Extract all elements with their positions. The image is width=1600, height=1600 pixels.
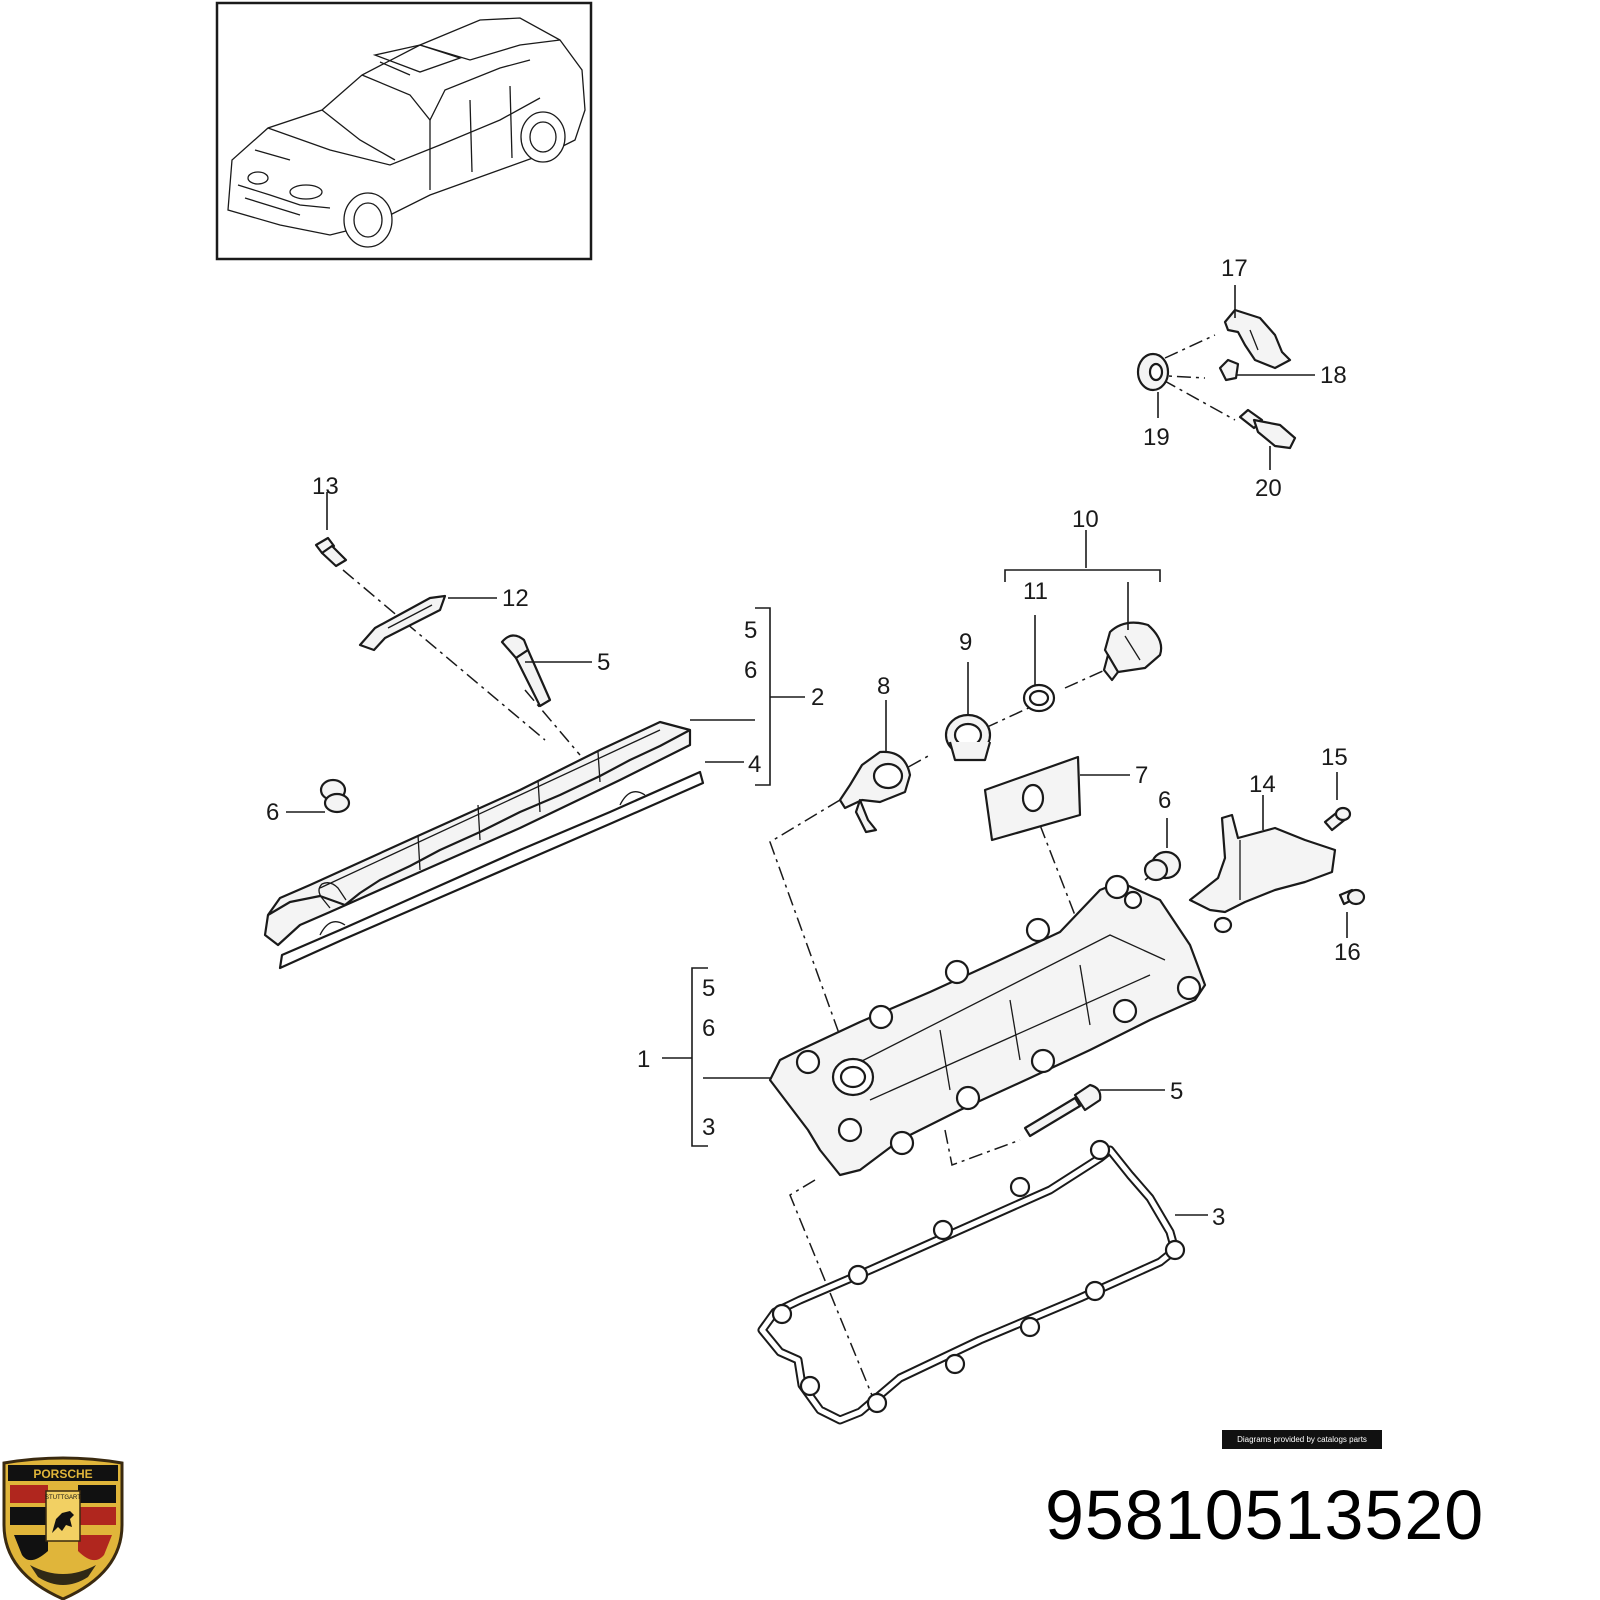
sensor-20 — [1238, 408, 1297, 450]
callout-13: 13 — [312, 473, 339, 500]
bracket-17 — [1223, 308, 1292, 370]
stud-bolt-lower — [1023, 1083, 1102, 1138]
callout-5-cover-b: 5 — [702, 975, 715, 1002]
assembly-guide-lines — [342, 334, 1236, 1411]
part-number: 95810513520 — [1045, 1476, 1485, 1554]
callout-6-right: 6 — [1158, 787, 1171, 814]
diagram-credit: Diagrams provided by catalogs parts — [1222, 1430, 1382, 1449]
logo-brand-text: PORSCHE — [33, 1467, 92, 1481]
leader-lines — [286, 285, 1348, 1216]
callout-15: 15 — [1321, 744, 1348, 771]
grommet-left — [319, 778, 351, 814]
callout-17: 17 — [1221, 255, 1248, 282]
callout-20: 20 — [1255, 475, 1282, 502]
car-illustration — [227, 17, 586, 248]
cover-seal-strip — [278, 770, 705, 970]
callout-5-lower: 5 — [1170, 1078, 1183, 1105]
callout-10: 10 — [1072, 506, 1099, 533]
heat-shield-7 — [983, 755, 1082, 842]
filler-neck-8 — [838, 750, 912, 834]
callout-5-cover-a: 5 — [744, 617, 757, 644]
callout-8: 8 — [877, 673, 890, 700]
callout-3-cover: 3 — [702, 1114, 715, 1141]
callout-6-cover-b: 6 — [702, 1015, 715, 1042]
seal-ring-19 — [1136, 352, 1170, 392]
callout-16: 16 — [1334, 939, 1361, 966]
bracket-14 — [1188, 813, 1337, 934]
callout-2: 2 — [811, 684, 824, 711]
callout-11: 11 — [1023, 578, 1048, 605]
cap-seal-ring-11 — [1022, 683, 1056, 713]
callout-3-gasket: 3 — [1212, 1204, 1225, 1231]
logo-city-text: STUTTGART — [45, 1495, 81, 1501]
porsche-crest-logo: PORSCHE STUTTGART — [2, 1456, 124, 1600]
callout-19: 19 — [1143, 424, 1170, 451]
engine-cover — [263, 720, 692, 947]
callout-6-cover-a: 6 — [744, 657, 757, 684]
bolt-15 — [1323, 806, 1352, 832]
oil-filler-cap — [1102, 621, 1163, 682]
grommet-right — [1143, 850, 1182, 882]
cylinder-head-cover — [768, 874, 1207, 1177]
valve-cover-gasket — [757, 1139, 1186, 1425]
callout-9: 9 — [959, 629, 972, 656]
vehicle-inset — [215, 1, 593, 261]
callout-18: 18 — [1320, 362, 1347, 389]
clip-18 — [1218, 358, 1240, 382]
callout-4: 4 — [748, 751, 761, 778]
callout-14: 14 — [1249, 771, 1276, 798]
callout-5-bolt: 5 — [597, 649, 610, 676]
callout-1: 1 — [637, 1046, 650, 1073]
bracket-12 — [358, 594, 447, 652]
callout-6-left: 6 — [266, 799, 279, 826]
callout-12: 12 — [502, 585, 529, 612]
callout-labels: 17 18 19 20 13 12 10 11 5 6 5 9 2 8 4 7 … — [266, 255, 1361, 1231]
stud-bolt-upper — [500, 634, 552, 708]
bolt-13 — [314, 536, 348, 568]
filler-insert-9 — [944, 713, 992, 762]
callout-7: 7 — [1135, 762, 1148, 789]
bolt-16 — [1338, 888, 1366, 906]
